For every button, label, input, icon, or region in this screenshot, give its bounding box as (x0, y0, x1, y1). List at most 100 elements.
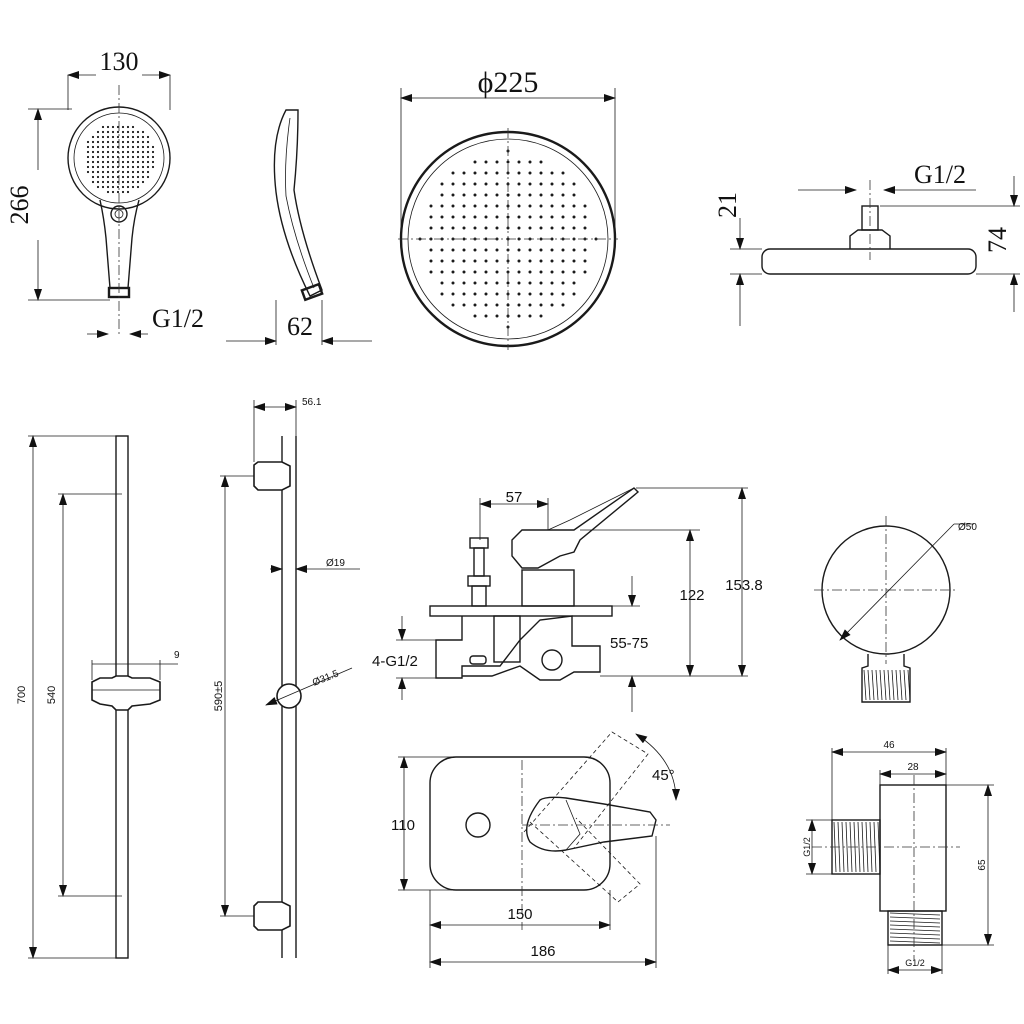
overhead-shower-nozzle (484, 303, 488, 307)
hand-shower-nozzle (121, 180, 125, 184)
hand-shower-nozzle (126, 170, 130, 174)
hand-shower-nozzle (146, 170, 150, 174)
hand-shower-nozzle (101, 185, 105, 189)
hand-shower-nozzle-pattern (86, 125, 155, 194)
hand-shower-nozzle (136, 175, 140, 179)
outlet-diameter-label: Ø50 (958, 522, 977, 533)
overhead-shower-nozzle (495, 204, 499, 208)
hand-shower-nozzle (116, 170, 120, 174)
hand-shower-nozzle (136, 145, 140, 149)
overhead-shower-nozzle (528, 204, 532, 208)
hand-shower-nozzle (91, 160, 95, 164)
hand-shower-nozzle (106, 185, 110, 189)
overhead-shower-nozzle (561, 204, 565, 208)
overhead-shower-nozzle (572, 182, 576, 186)
hand-shower-height-label: 266 (5, 186, 34, 225)
hand-shower-nozzle (96, 185, 100, 189)
overhead-shower-nozzle (484, 204, 488, 208)
hand-shower-nozzle (146, 155, 150, 159)
overhead-shower-nozzle (583, 226, 587, 230)
overhead-shower-nozzle (572, 259, 576, 263)
hand-shower-nozzle (136, 135, 140, 139)
hand-shower-nozzle (121, 160, 125, 164)
outlet-thread-side-label: G1/2 (802, 837, 812, 857)
overhead-shower-nozzle (539, 204, 543, 208)
hand-shower-nozzle (106, 175, 110, 179)
hand-shower-nozzle (106, 190, 110, 194)
overhead-shower-nozzle (473, 226, 477, 230)
hand-shower-nozzle (111, 180, 115, 184)
hand-shower-nozzle (121, 125, 125, 129)
thread-line (879, 669, 883, 701)
hand-shower-nozzle (131, 125, 135, 129)
overhead-shower-nozzle (484, 259, 488, 263)
hand-shower-nozzle (86, 150, 90, 154)
hand-shower-nozzle (126, 140, 130, 144)
overhead-shower-nozzle (473, 193, 477, 197)
hand-shower-nozzle (91, 135, 95, 139)
overhead-shower-nozzle (528, 314, 532, 318)
hand-shower-nozzle (121, 165, 125, 169)
hand-shower-nozzle (116, 160, 120, 164)
hand-shower-nozzle (151, 145, 155, 149)
hand-shower-nozzle (101, 140, 105, 144)
hand-shower-nozzle (126, 180, 130, 184)
overhead-shower-nozzle (451, 270, 455, 274)
overhead-shower-nozzle (451, 171, 455, 175)
overhead-shower-nozzle (506, 215, 510, 219)
hand-shower-nozzle (111, 130, 115, 134)
hand-shower-nozzle (121, 170, 125, 174)
overhead-shower-nozzle (528, 303, 532, 307)
hand-shower-nozzle (101, 155, 105, 159)
hand-shower-nozzle (111, 155, 115, 159)
hand-shower-nozzle (101, 170, 105, 174)
hand-shower-nozzle (121, 130, 125, 134)
overhead-shower-nozzle (539, 171, 543, 175)
hand-shower-nozzle (106, 170, 110, 174)
hand-shower-nozzle (136, 155, 140, 159)
mixer-valve-side-view (429, 487, 640, 681)
overhead-shower-nozzle (462, 226, 466, 230)
overhead-overall-height-label: 74 (983, 227, 1012, 253)
overhead-shower-nozzle (473, 204, 477, 208)
hand-shower-nozzle (91, 155, 95, 159)
hand-shower-nozzle (111, 135, 115, 139)
thread-line (889, 936, 941, 940)
hand-shower-nozzle (141, 180, 145, 184)
valve-total-width-label: 186 (530, 943, 555, 960)
overhead-shower-nozzle (440, 259, 444, 263)
slide-rail-front-dimensions: 700 540 9 (16, 435, 180, 959)
overhead-shower-nozzle (451, 292, 455, 296)
overhead-shower-nozzle (473, 215, 477, 219)
hand-shower-nozzle (116, 145, 120, 149)
overhead-shower-nozzle (539, 248, 543, 252)
overhead-shower-nozzle (473, 160, 477, 164)
thread-line (907, 669, 911, 701)
hand-shower-nozzle (146, 135, 150, 139)
hand-shower-side-view (273, 109, 324, 302)
hand-shower-dimensions: 130 266 G1/2 (5, 47, 204, 338)
overhead-shower-nozzle (550, 226, 554, 230)
valve-body-height-label: 122 (679, 587, 704, 604)
overhead-shower-nozzle (473, 303, 477, 307)
overhead-shower-nozzle (484, 270, 488, 274)
overhead-shower-nozzle (484, 281, 488, 285)
hand-shower-nozzle (101, 165, 105, 169)
hand-shower-nozzle (96, 180, 100, 184)
overhead-shower-nozzle (484, 248, 488, 252)
thread-line (889, 912, 941, 916)
hand-shower-nozzle (136, 140, 140, 144)
outlet-height-label: 65 (977, 859, 988, 871)
overhead-shower-nozzle (440, 182, 444, 186)
overhead-shower-nozzle (462, 182, 466, 186)
overhead-shower-nozzle (517, 292, 521, 296)
overhead-shower-nozzle (440, 281, 444, 285)
overhead-shower-nozzle (451, 215, 455, 219)
thread-line (889, 924, 941, 928)
hand-shower-nozzle (131, 185, 135, 189)
overhead-shower-nozzle (473, 281, 477, 285)
hand-shower-nozzle (111, 165, 115, 169)
overhead-shower-nozzle (440, 248, 444, 252)
hand-shower-nozzle (106, 160, 110, 164)
overhead-shower-nozzle (517, 160, 521, 164)
